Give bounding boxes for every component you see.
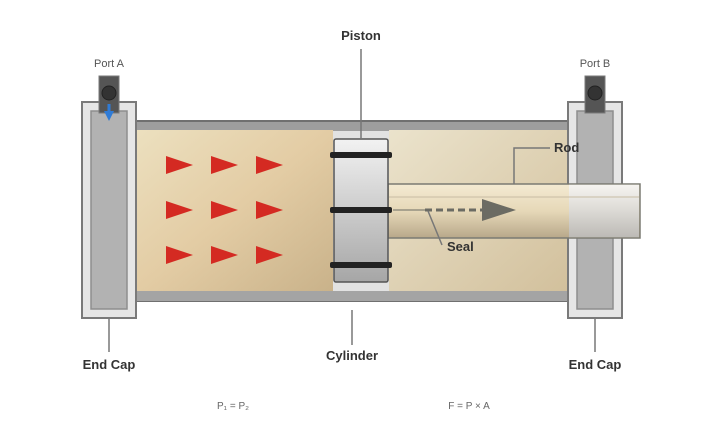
piston-label: Piston: [341, 28, 381, 43]
seal-ring: [330, 262, 392, 268]
end-cap-right-label: End Cap: [569, 357, 622, 372]
pressure-arrow-icon: [256, 246, 283, 264]
motion-arrow: [393, 199, 516, 221]
pressure-arrow-icon: [166, 246, 193, 264]
piston: [330, 138, 392, 283]
port-b-label: Port B: [580, 58, 611, 70]
end-cap-left: [81, 101, 137, 319]
port-b: [584, 75, 606, 114]
pressure-equation: P₁ = P₂: [217, 401, 249, 412]
pressure-arrows: [166, 156, 283, 264]
cylinder-label: Cylinder: [326, 348, 378, 363]
pressure-arrow-icon: [166, 156, 193, 174]
port-a: [98, 75, 120, 121]
arrow-right-icon: [482, 199, 516, 221]
flow-in-arrow-icon: [104, 111, 114, 121]
pressure-arrow-icon: [211, 246, 238, 264]
leader-lines: [108, 49, 596, 352]
port-a-label: Port A: [94, 58, 125, 70]
rod-label: Rod: [554, 140, 579, 155]
force-equation: F = P × A: [448, 401, 490, 412]
pressure-arrow-icon: [256, 156, 283, 174]
pressure-arrow-icon: [166, 201, 193, 219]
pressure-arrow-icon: [256, 201, 283, 219]
end-cap-left-label: End Cap: [83, 357, 136, 372]
seal-ring: [330, 152, 392, 158]
pressure-arrow-icon: [211, 156, 238, 174]
pressure-arrow-icon: [211, 201, 238, 219]
seal-ring: [330, 207, 392, 213]
seal-label: Seal: [447, 239, 474, 254]
